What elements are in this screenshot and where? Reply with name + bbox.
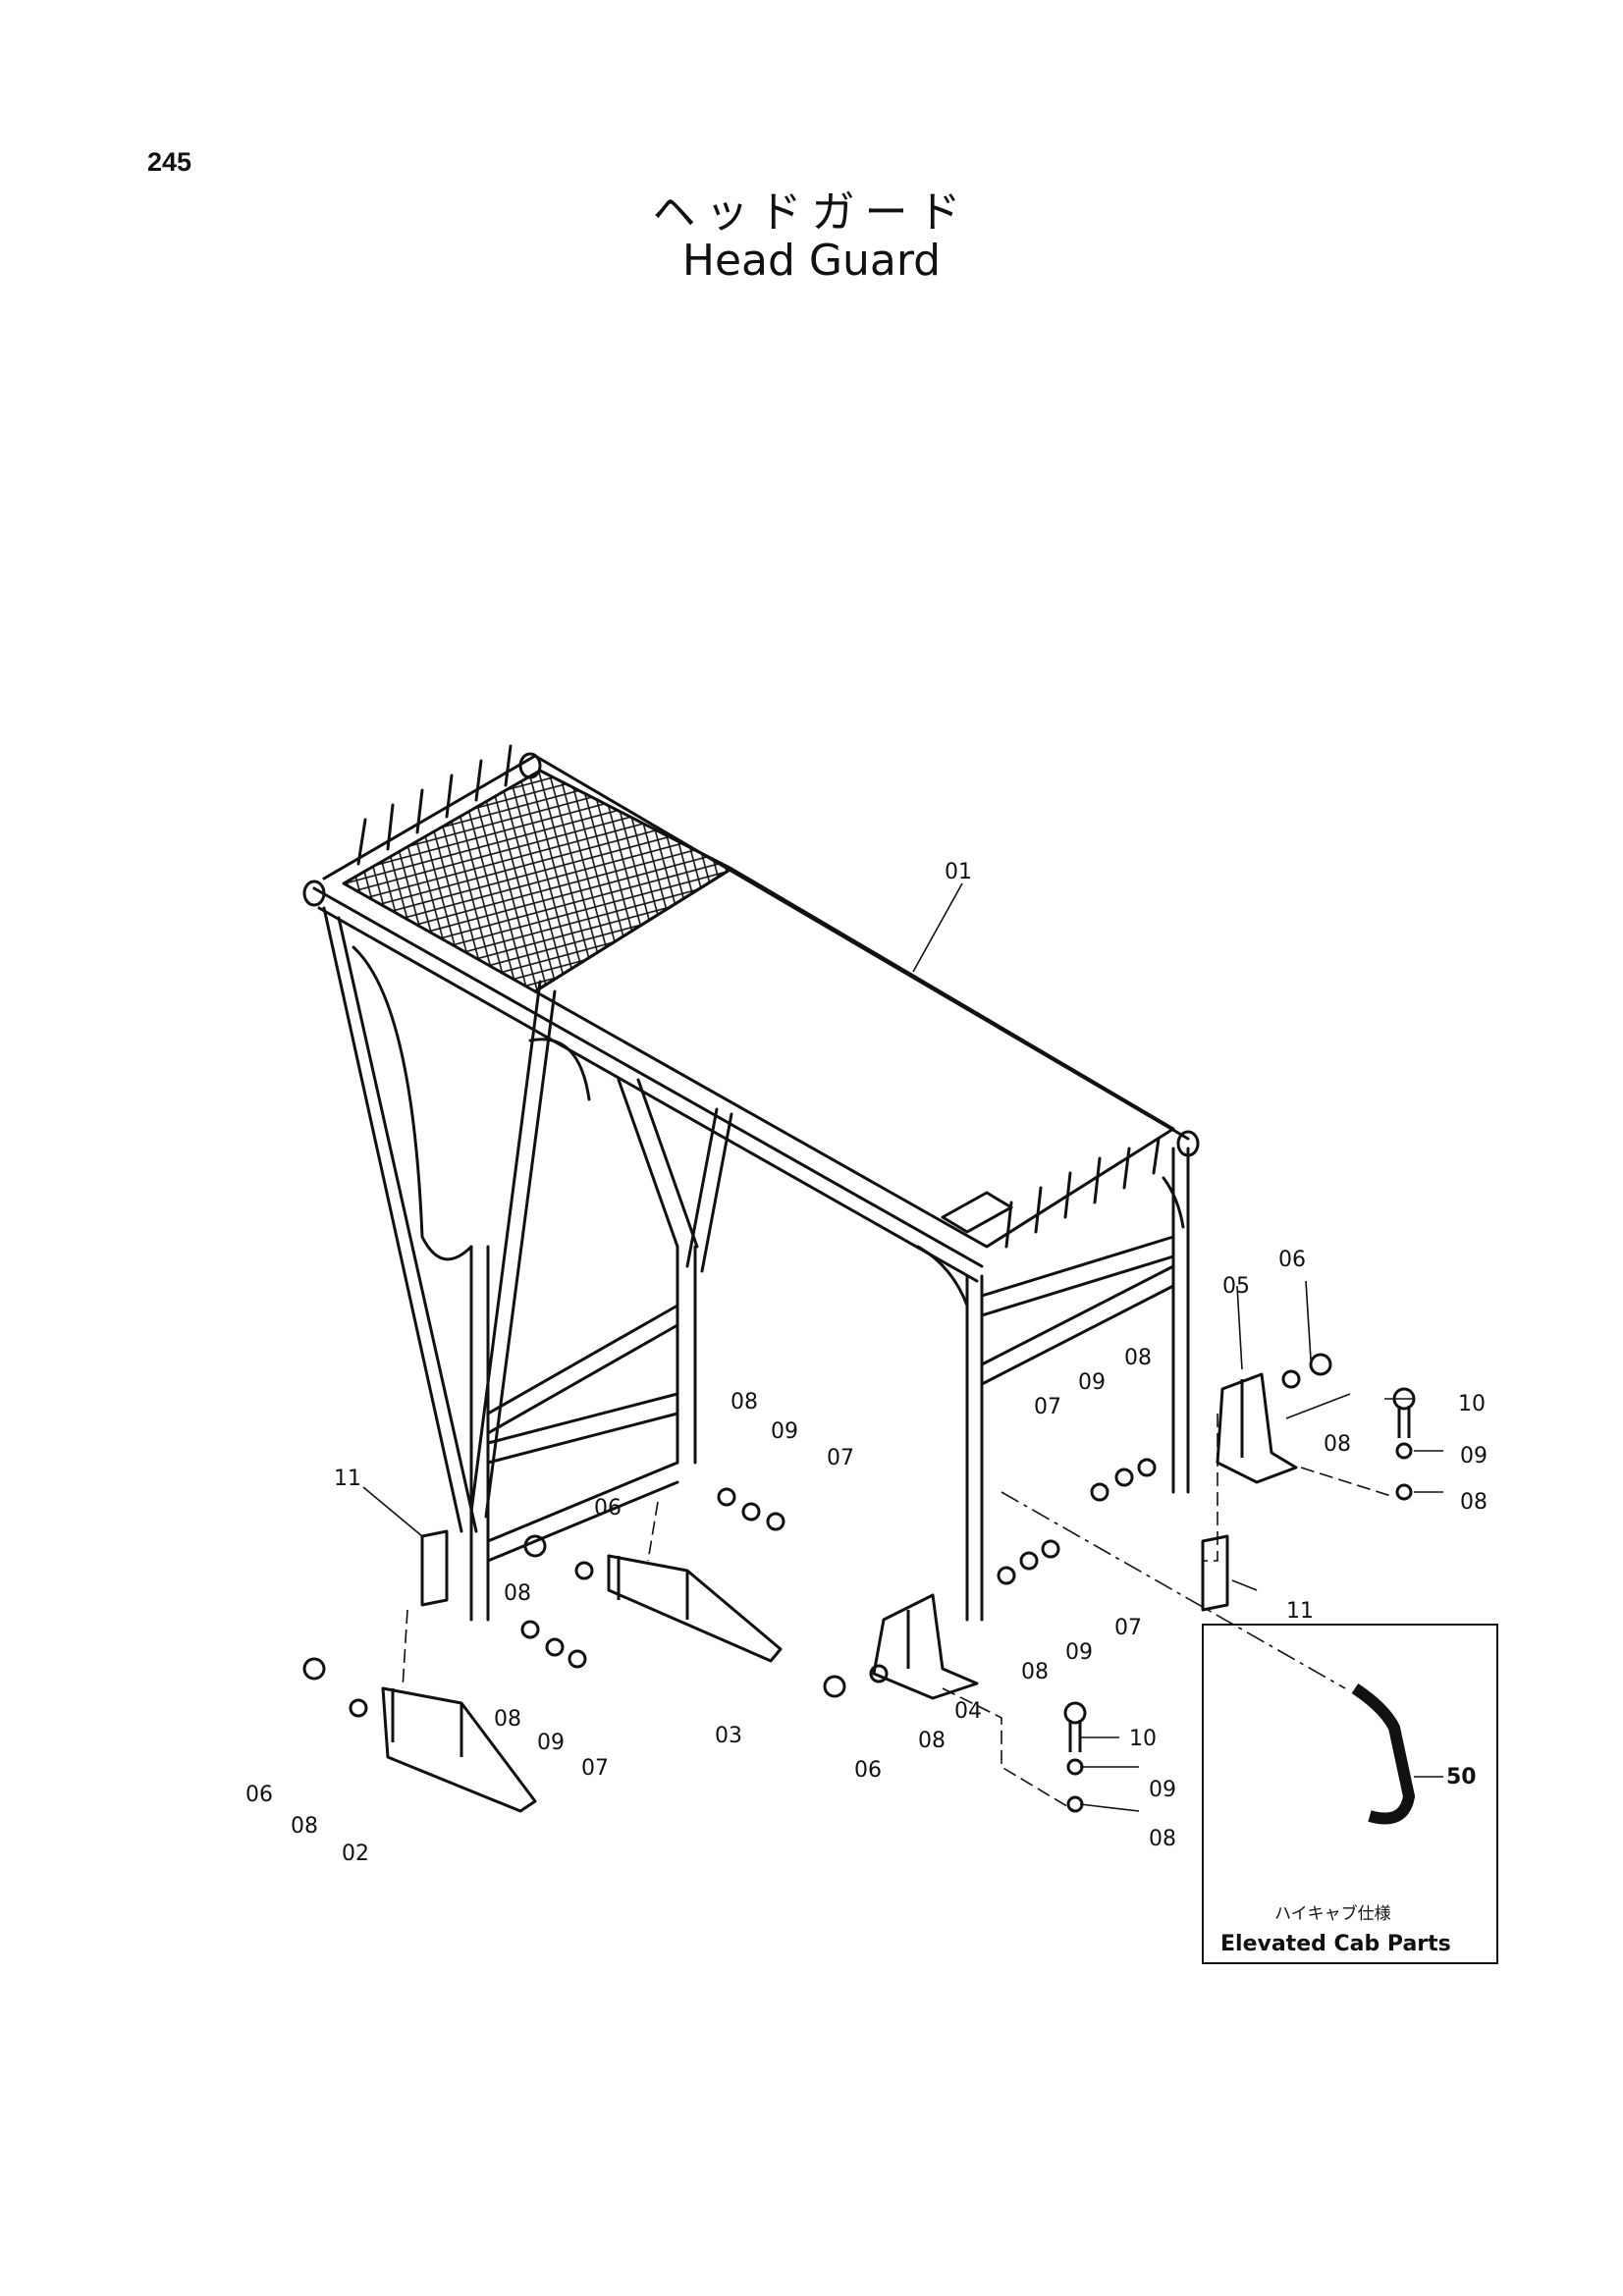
callout-08-c: 08 bbox=[1324, 1432, 1351, 1457]
callout-labels: 01 02 03 04 05 06 06 06 06 07 07 07 07 0… bbox=[245, 860, 1488, 1956]
callout-06-b: 06 bbox=[594, 1496, 622, 1521]
elevated-cab-label-japanese: ハイキャブ仕様 bbox=[1274, 1903, 1391, 1924]
front-rail bbox=[312, 886, 984, 1268]
callout-10-a: 10 bbox=[1458, 1392, 1486, 1416]
callout-06-a: 06 bbox=[1278, 1248, 1306, 1272]
callout-05: 05 bbox=[1222, 1274, 1250, 1299]
page-number: 245 bbox=[147, 147, 192, 177]
bracket-05 bbox=[1216, 1372, 1298, 1484]
callout-08-i: 08 bbox=[918, 1729, 946, 1753]
callout-07-b: 07 bbox=[1034, 1395, 1061, 1419]
callout-07-c: 07 bbox=[1114, 1616, 1142, 1640]
leader-lines bbox=[362, 882, 1443, 1812]
callout-09-d: 09 bbox=[537, 1731, 565, 1755]
elevated-cab-box bbox=[1202, 1624, 1498, 1964]
callout-50: 50 bbox=[1446, 1765, 1477, 1789]
callout-06-c: 06 bbox=[245, 1783, 273, 1807]
elevated-cab-label-english: Elevated Cab Parts bbox=[1220, 1932, 1451, 1956]
title-english: Head Guard bbox=[681, 236, 942, 286]
callout-08-g: 08 bbox=[291, 1814, 318, 1839]
callout-08-d: 08 bbox=[1460, 1490, 1488, 1515]
callout-08-a: 08 bbox=[730, 1390, 758, 1415]
callout-09-f: 09 bbox=[1149, 1778, 1176, 1802]
mesh-panel bbox=[342, 769, 733, 993]
callout-04: 04 bbox=[954, 1699, 982, 1724]
callout-10-b: 10 bbox=[1129, 1727, 1157, 1751]
title-japanese: ヘッドガード bbox=[652, 187, 971, 238]
callout-02: 02 bbox=[342, 1842, 369, 1866]
callout-03: 03 bbox=[715, 1724, 742, 1748]
callout-11-b: 11 bbox=[1286, 1599, 1314, 1624]
callout-08-f: 08 bbox=[494, 1707, 521, 1732]
callout-09-e: 09 bbox=[1065, 1640, 1093, 1665]
handle-50 bbox=[1351, 1683, 1415, 1825]
parts bbox=[302, 1353, 1416, 1825]
callout-08-h: 08 bbox=[1021, 1660, 1049, 1684]
nameplate bbox=[941, 1191, 1013, 1234]
callout-08-j: 08 bbox=[1149, 1827, 1176, 1851]
callout-07-a: 07 bbox=[827, 1446, 854, 1470]
bracket-04 bbox=[872, 1593, 979, 1700]
callout-09-c: 09 bbox=[1460, 1444, 1488, 1468]
callout-01: 01 bbox=[945, 860, 972, 884]
callout-07-d: 07 bbox=[581, 1756, 609, 1781]
plate-11-left bbox=[420, 1529, 449, 1607]
callout-11-a: 11 bbox=[334, 1467, 361, 1491]
callout-08-b: 08 bbox=[1124, 1346, 1152, 1370]
callout-06-d: 06 bbox=[854, 1758, 882, 1783]
callout-09-b: 09 bbox=[1078, 1370, 1106, 1395]
bracket-02 bbox=[381, 1686, 537, 1813]
plate-11-right bbox=[1201, 1534, 1229, 1612]
callout-09-a: 09 bbox=[771, 1419, 798, 1444]
bracket-03 bbox=[607, 1554, 783, 1663]
head-guard-frame bbox=[302, 744, 1200, 1622]
callout-08-e: 08 bbox=[504, 1581, 531, 1606]
